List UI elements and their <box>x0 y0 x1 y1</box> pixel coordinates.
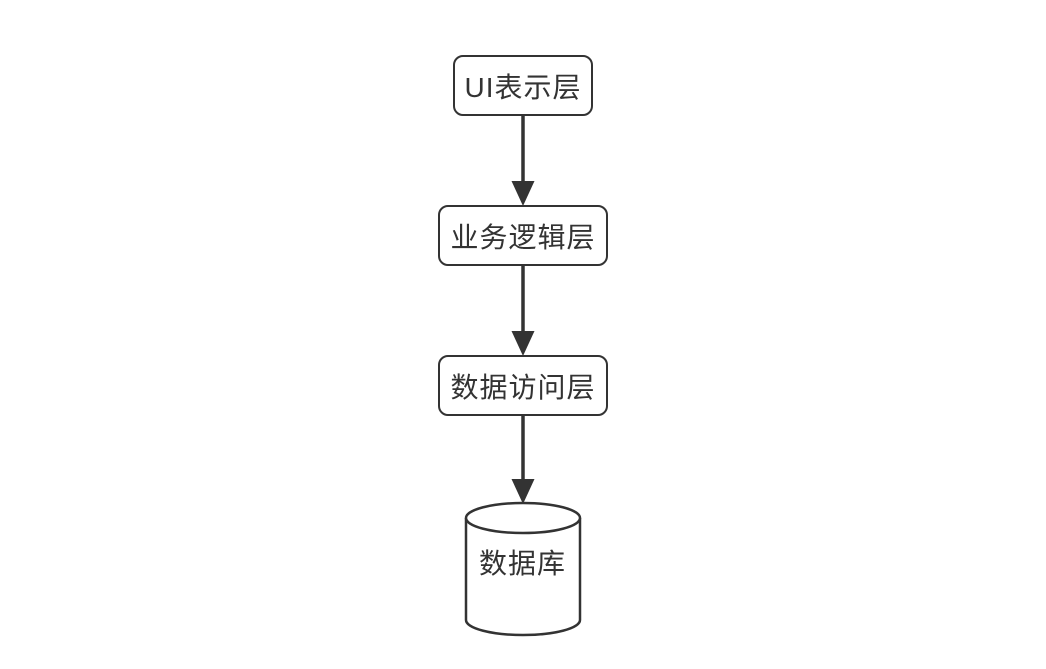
database-cylinder-shape <box>464 501 582 637</box>
node-ui-layer: UI表示层 <box>453 55 593 116</box>
node-business-logic-layer: 业务逻辑层 <box>438 205 608 266</box>
node-ui-layer-label: UI表示层 <box>464 71 582 103</box>
arrow-ui-to-business <box>511 114 535 206</box>
node-data-access-layer: 数据访问层 <box>438 355 608 416</box>
node-database-label: 数据库 <box>478 548 566 579</box>
node-data-access-layer-label: 数据访问层 <box>450 371 596 403</box>
node-business-logic-layer-label: 业务逻辑层 <box>450 221 596 253</box>
arrow-dal-to-database <box>511 414 535 504</box>
arrow-business-to-dal <box>511 264 535 356</box>
node-database: 数据库 <box>465 542 580 582</box>
